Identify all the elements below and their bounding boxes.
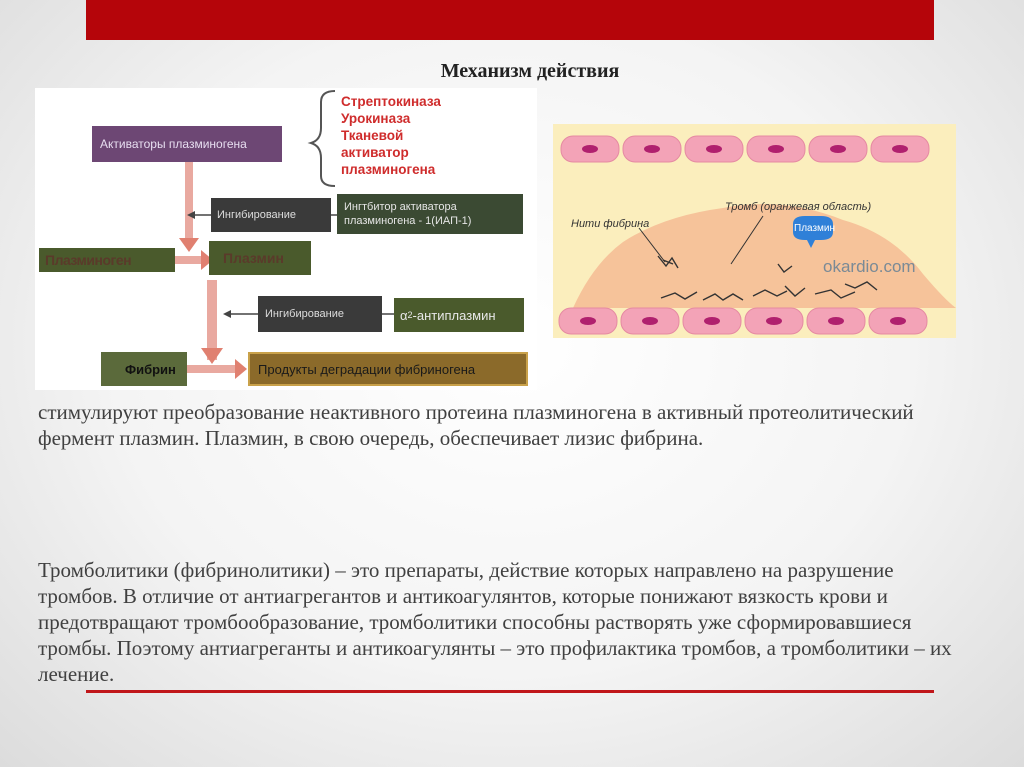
fibrin-box: Фибрин xyxy=(101,352,187,386)
products-box: Продукты деградации фибриногена xyxy=(248,352,528,386)
drug-urokinase: Урокиназа xyxy=(341,111,411,126)
pai-line-2: плазминогена - 1(ИАП-1) xyxy=(344,215,472,227)
drug-activator: активатор xyxy=(341,145,409,160)
bottom-endothelium xyxy=(558,307,928,335)
top-accent-bar xyxy=(86,0,934,40)
arrow-head-2 xyxy=(201,348,223,364)
plasmin-marker xyxy=(793,216,833,248)
vessel-drawing xyxy=(558,135,956,335)
top-endothelium xyxy=(560,135,930,163)
antiplasmin-sub: 2 xyxy=(407,310,413,320)
antiplasmin-suffix: -антиплазмин xyxy=(412,307,496,323)
antiplasmin-alpha: α xyxy=(400,307,408,323)
slide-title: Механизм действия xyxy=(440,60,620,82)
drug-streptokinase: Стрептокиназа xyxy=(341,94,441,109)
label-fibrin-threads: Нити фибрина xyxy=(571,218,650,230)
drug-list: Стрептокиназа Урокиназа Тканевой активат… xyxy=(341,93,441,178)
label-plasmin: Плазмин xyxy=(794,223,836,234)
inhibit-head-2 xyxy=(223,310,231,318)
fibrin-threads xyxy=(657,255,878,301)
arrow-fib-prod xyxy=(187,365,237,373)
vessel-illustration: Нити фибрина Тромб (оранжевая область) П… xyxy=(553,124,956,338)
arrow-plg-plm xyxy=(175,256,203,264)
top-nuclei xyxy=(582,145,908,153)
arrow-head-fib-prod xyxy=(235,359,247,379)
paragraph-2: Тромболитики (фибринолитики) – это препа… xyxy=(38,558,952,686)
drugs-brace xyxy=(307,90,336,187)
plasminogen-box: Плазминоген xyxy=(39,248,175,272)
fibrinolysis-diagram: Стрептокиназа Урокиназа Тканевой активат… xyxy=(35,88,537,390)
label-thrombus: Тромб (оранжевая область) xyxy=(725,201,872,213)
arrow-pipe-2 xyxy=(207,280,217,360)
pointer-lines xyxy=(638,215,764,265)
drug-plasminogen: плазминогена xyxy=(341,162,436,177)
inhibition-box-2: Ингибирование xyxy=(258,296,382,332)
arrow-head-plg-plm xyxy=(201,250,213,270)
bottom-nuclei xyxy=(580,317,906,325)
watermark: okardio.com xyxy=(823,257,916,276)
pai-line-1: Ингтбитор активатора xyxy=(344,201,457,213)
arrow-head-1 xyxy=(179,238,199,252)
activators-box: Активаторы плазминогена xyxy=(92,126,282,162)
inhibit-head-1 xyxy=(187,211,195,219)
inhibition-box-1: Ингибирование xyxy=(211,198,331,232)
paragraph-1: стимулируют преобразование неактивного п… xyxy=(38,400,914,450)
arrow-pipe-1 xyxy=(185,162,193,240)
thrombus-shape xyxy=(573,204,956,308)
plasmin-box: Плазмин xyxy=(209,241,311,275)
pai-box: Ингтбитор активатора плазминогена - 1(ИА… xyxy=(337,194,523,234)
diagram-arrows xyxy=(175,90,394,379)
underline-accent xyxy=(86,690,934,693)
drug-tissue: Тканевой xyxy=(341,128,404,143)
